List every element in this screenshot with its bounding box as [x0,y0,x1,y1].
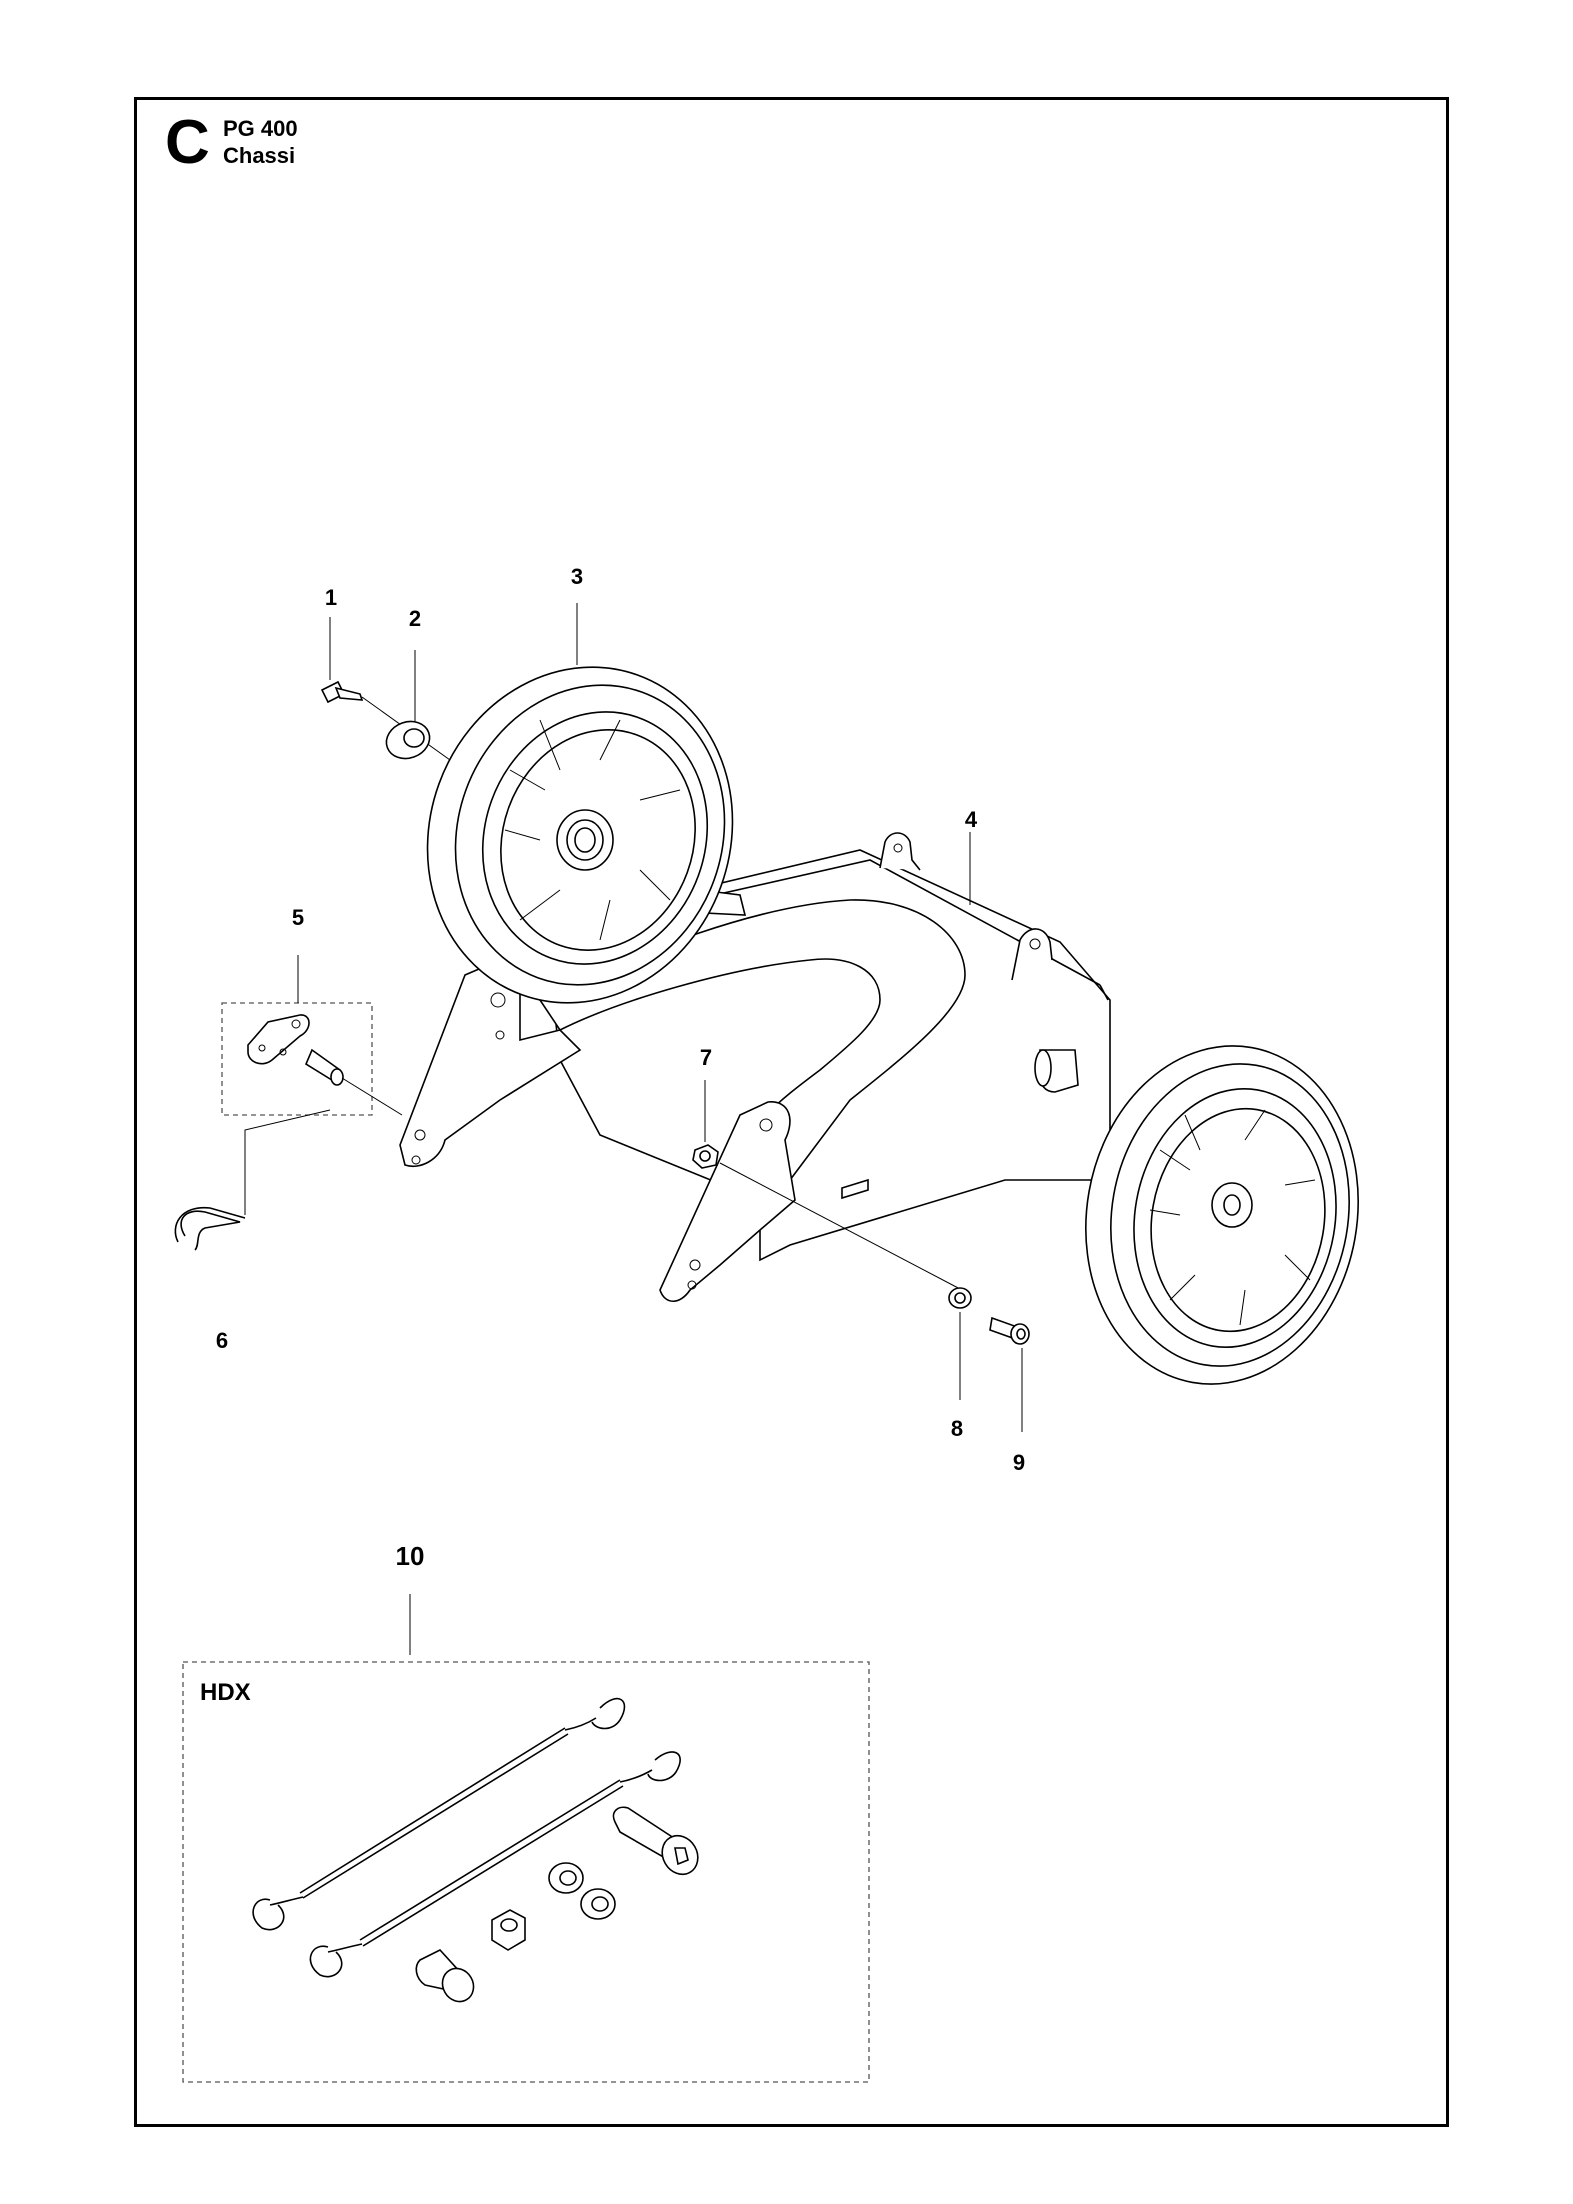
section-letter: C [165,108,210,177]
cable-lower [309,1751,681,1978]
page-frame [134,97,1449,2127]
chassis-frame [399,832,1111,1303]
hdx-bolt [612,1806,699,1876]
model-title: PG 400 [223,116,298,141]
kit-box-part-5 [221,1002,373,1116]
hdx-short-bolt [415,1949,475,2003]
callout-5: 5 [292,905,304,930]
screw-part-1 [320,680,451,761]
callout-10: 10 [396,1541,425,1571]
screw-part-9 [989,1316,1030,1345]
cable-upper [252,1697,626,1931]
callout-8: 8 [951,1416,963,1441]
hdx-washer-1 [548,1862,584,1894]
wheel-left [426,666,734,1004]
hdx-nut [491,1909,526,1951]
section-title: Chassi [223,143,296,168]
callout-1: 1 [325,585,337,610]
callout-3: 3 [571,564,583,589]
kit-box-part-10 [182,1661,870,2083]
kit-label-hdx: HDX [200,1679,251,1706]
callout-7: 7 [700,1045,712,1070]
callout-6: 6 [216,1328,228,1353]
clip-part-6 [174,1207,246,1251]
callout-9: 9 [1013,1450,1025,1475]
hdx-washer-2 [580,1888,616,1920]
callout-4: 4 [965,807,978,832]
callout-2: 2 [409,606,421,631]
leader-lines [244,603,1023,1655]
nut-part-7 [692,1144,963,1291]
washer-part-8 [948,1287,972,1309]
pin-assembly-part-5 [247,1014,403,1116]
wheel-right [1085,1045,1359,1385]
washer-part-2 [385,720,431,760]
